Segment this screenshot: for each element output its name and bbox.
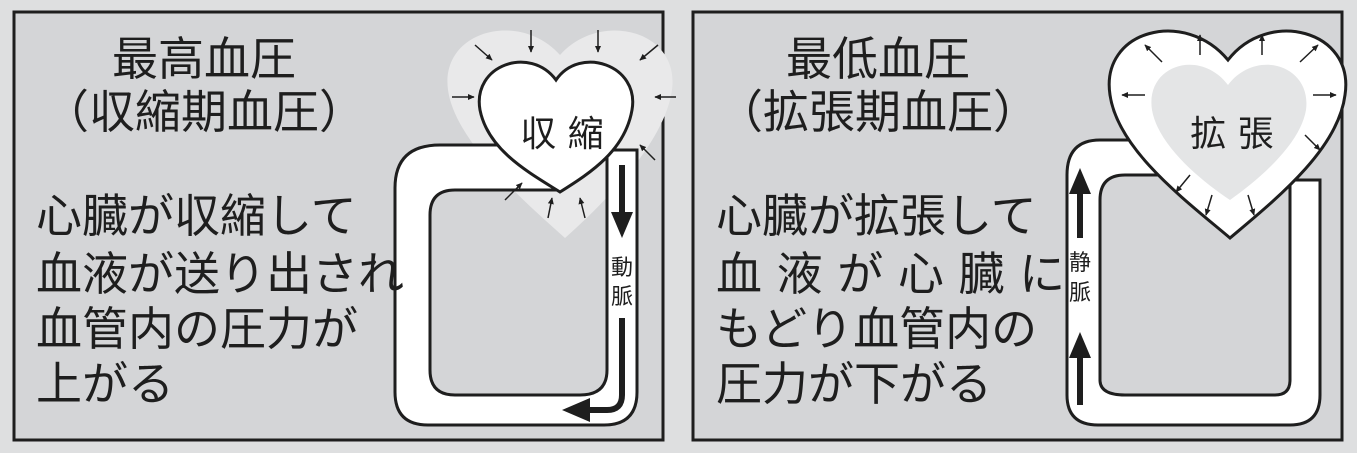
systolic-description-line-4: 上がる	[36, 357, 174, 411]
systolic-heart-label: 収 縮	[520, 114, 603, 155]
diastolic-heart-label: 拡 張	[1190, 114, 1273, 155]
diastolic-description-line-3: もどり血管内の	[716, 302, 1037, 356]
diastolic-subtitle: （拡張期血圧）	[717, 85, 1039, 139]
systolic-description-line-2: 血液が送り出され	[36, 247, 404, 301]
systolic-description-line-1: 心臓が収縮して	[36, 189, 357, 243]
diastolic-description-line-1: 心臓が拡張して	[716, 189, 1037, 243]
diastolic-heart-inner-shape	[1151, 64, 1307, 200]
vein-label-char-1: 静	[1069, 251, 1091, 276]
systolic-heart-inner-shape	[477, 60, 635, 194]
artery-label-char-2: 脈	[611, 285, 633, 310]
vein-label-char-2: 脈	[1069, 281, 1091, 306]
diastolic-description-line-4: 圧力が下がる	[716, 357, 992, 411]
systolic-description-line-3: 血管内の圧力が	[36, 302, 358, 356]
diastolic-title: 最低血圧	[786, 32, 970, 86]
systolic-panel: 最高血圧 （収縮期血圧） 心臓が収縮して 血液が送り出され 血管内の圧力が 上が…	[12, 10, 676, 442]
systolic-contraction-arrows	[452, 30, 676, 219]
systolic-subtitle: （収縮期血圧）	[43, 85, 365, 139]
systolic-title: 最高血圧	[112, 32, 296, 86]
diastolic-description-line-2: 血 液 が 心 臓 に	[716, 247, 1065, 301]
artery-flow-arrows	[562, 165, 633, 422]
diastolic-expansion-arrows	[1121, 34, 1337, 216]
vein-flow-arrows	[1069, 168, 1091, 405]
artery-label-char-1: 動	[611, 256, 633, 281]
diastolic-panel: 最低血圧 （拡張期血圧） 心臓が拡張して 血 液 が 心 臓 に もどり血管内の…	[691, 10, 1348, 442]
